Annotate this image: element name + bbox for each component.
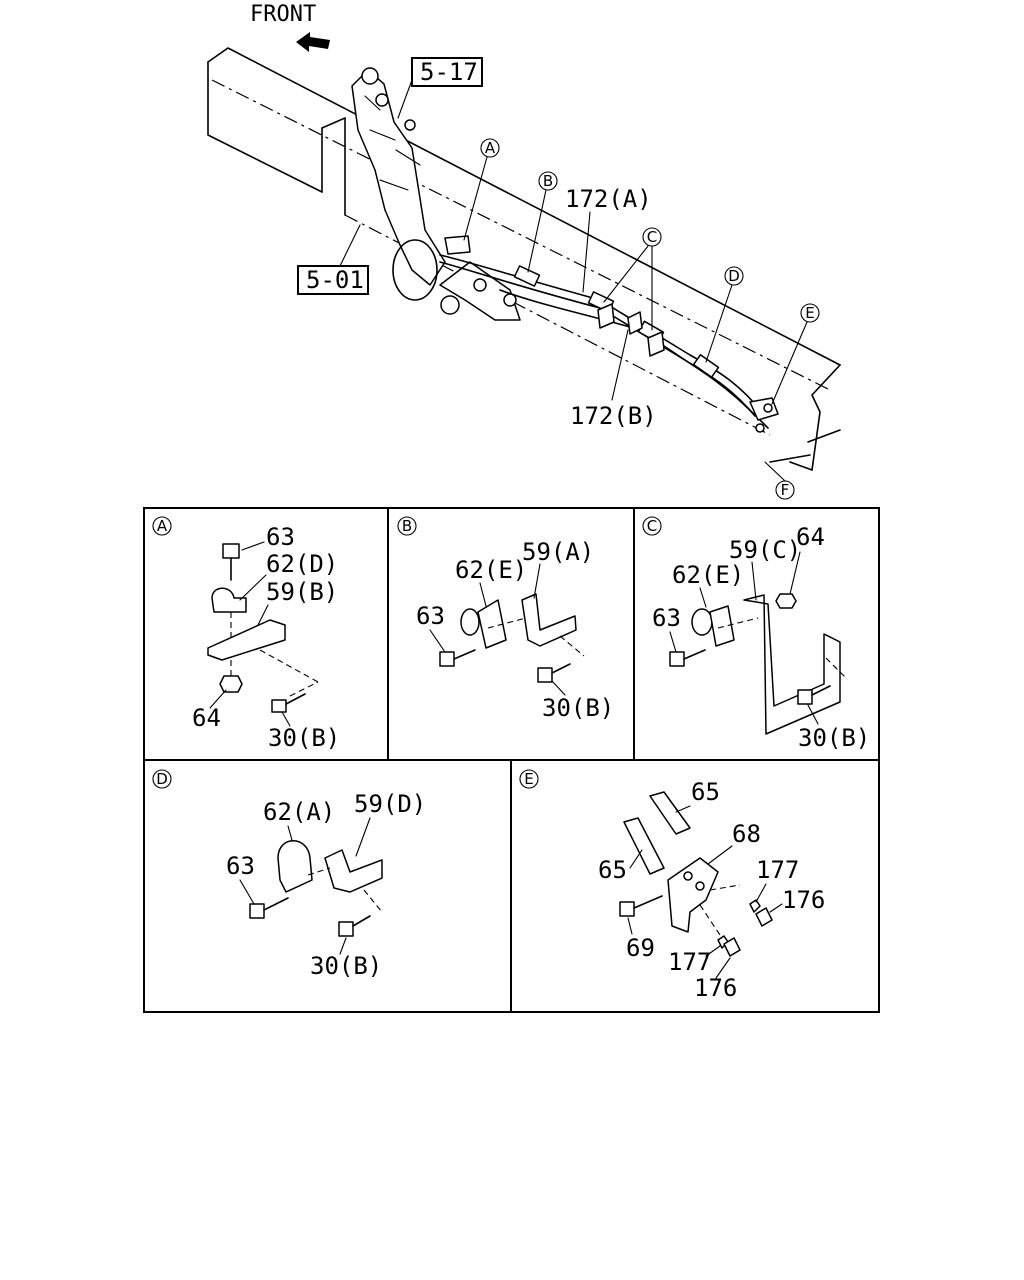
label-63: 63	[266, 523, 295, 551]
fitting-65b-icon	[623, 817, 665, 875]
panel-e: E 65 65 68 177 176 69 177 176	[519, 769, 825, 1002]
bolt-30b-icon	[797, 689, 813, 705]
fitting-65a-icon	[649, 791, 691, 835]
frame-rail	[207, 47, 841, 471]
bolt-63-icon	[669, 651, 685, 667]
label-63: 63	[226, 852, 255, 880]
panel-c-letter: C	[647, 517, 657, 535]
nut-176b-icon	[723, 937, 741, 957]
main-assembly-view: FRONT	[207, 2, 841, 500]
label-59c: 59(C)	[729, 536, 801, 564]
label-177a: 177	[756, 856, 799, 884]
sleeve-177a-icon	[749, 899, 761, 913]
bracket-59d-icon	[324, 849, 383, 893]
callout-f: F	[764, 461, 795, 500]
label-63: 63	[416, 602, 445, 630]
panel-d-letter: D	[156, 770, 168, 788]
front-arrow-icon	[296, 32, 330, 52]
label-62d: 62(D)	[266, 550, 338, 578]
label-59d: 59(D)	[354, 790, 426, 818]
front-label: FRONT	[250, 2, 316, 27]
label-59a: 59(A)	[522, 538, 594, 566]
grommet-62e-icon	[691, 608, 713, 636]
label-30b: 30(B)	[310, 952, 382, 980]
clip-62a-icon	[277, 840, 313, 893]
ref-label-5-01: 5-01	[306, 266, 364, 294]
label-176a: 176	[782, 886, 825, 914]
label-30b: 30(B)	[798, 724, 870, 752]
label-65b: 65	[598, 856, 627, 884]
callout-d: D	[705, 266, 744, 363]
bolt-30b-icon	[537, 667, 553, 683]
pipes-172	[439, 235, 779, 433]
ref-box-5-17	[411, 57, 483, 87]
label-30b: 30(B)	[542, 694, 614, 722]
svg-text:E: E	[805, 304, 814, 322]
nut-64-icon	[219, 675, 243, 693]
bolt-63-icon	[439, 651, 455, 667]
panel-d: D 62(A) 59(D) 63 30(B)	[152, 769, 426, 980]
bracket-assembly	[351, 67, 521, 321]
ref-box-5-01	[297, 265, 369, 295]
bolt-63-icon	[222, 543, 240, 559]
panel-e-letter: E	[524, 770, 533, 788]
label-63: 63	[652, 604, 681, 632]
label-62e: 62(E)	[672, 561, 744, 589]
bolt-69-icon	[619, 901, 635, 917]
panel-c: C 62(E) 59(C) 64 63 30(B)	[642, 516, 870, 752]
bracket-68-icon	[667, 857, 719, 933]
label-172b: 172(B)	[570, 402, 657, 430]
callout-e: E	[771, 303, 820, 405]
label-68: 68	[732, 820, 761, 848]
svg-text:C: C	[647, 228, 657, 246]
bracket-59a-icon	[521, 593, 577, 647]
panel-a-letter: A	[157, 517, 168, 535]
bolt-30b-icon	[338, 921, 354, 937]
label-64: 64	[192, 704, 221, 732]
label-69: 69	[626, 934, 655, 962]
panel-b: B 62(E) 59(A) 63 30(B)	[397, 516, 614, 722]
label-172a: 172(A)	[565, 185, 652, 213]
label-177b: 177	[668, 948, 711, 976]
clip-62d-icon	[211, 587, 247, 613]
callout-a: A	[463, 138, 500, 241]
svg-text:D: D	[728, 267, 740, 285]
label-65a: 65	[691, 778, 720, 806]
callout-b: B	[527, 171, 558, 273]
svg-text:B: B	[543, 172, 553, 190]
label-62a: 62(A)	[263, 798, 335, 826]
detail-grid	[143, 507, 880, 1013]
label-59b: 59(B)	[266, 578, 338, 606]
callout-c: C	[603, 227, 662, 331]
label-176b: 176	[694, 974, 737, 1002]
label-64: 64	[796, 523, 825, 551]
label-62e: 62(E)	[455, 556, 527, 584]
bracket-59b-icon	[207, 619, 286, 661]
svg-text:F: F	[781, 481, 790, 499]
ref-label-5-17: 5-17	[420, 58, 478, 86]
svg-text:A: A	[485, 139, 496, 157]
bolt-30b-icon	[271, 699, 287, 713]
grommet-62e-icon	[460, 608, 480, 636]
nut-176a-icon	[755, 907, 773, 927]
label-30b: 30(B)	[268, 724, 340, 752]
nut-64-icon	[775, 593, 797, 609]
panel-b-letter: B	[402, 517, 412, 535]
bolt-63-icon	[249, 903, 265, 919]
panel-a: A 63 62(D) 59(B) 64 30(B)	[152, 516, 340, 752]
bracket-59c-icon	[743, 594, 841, 735]
